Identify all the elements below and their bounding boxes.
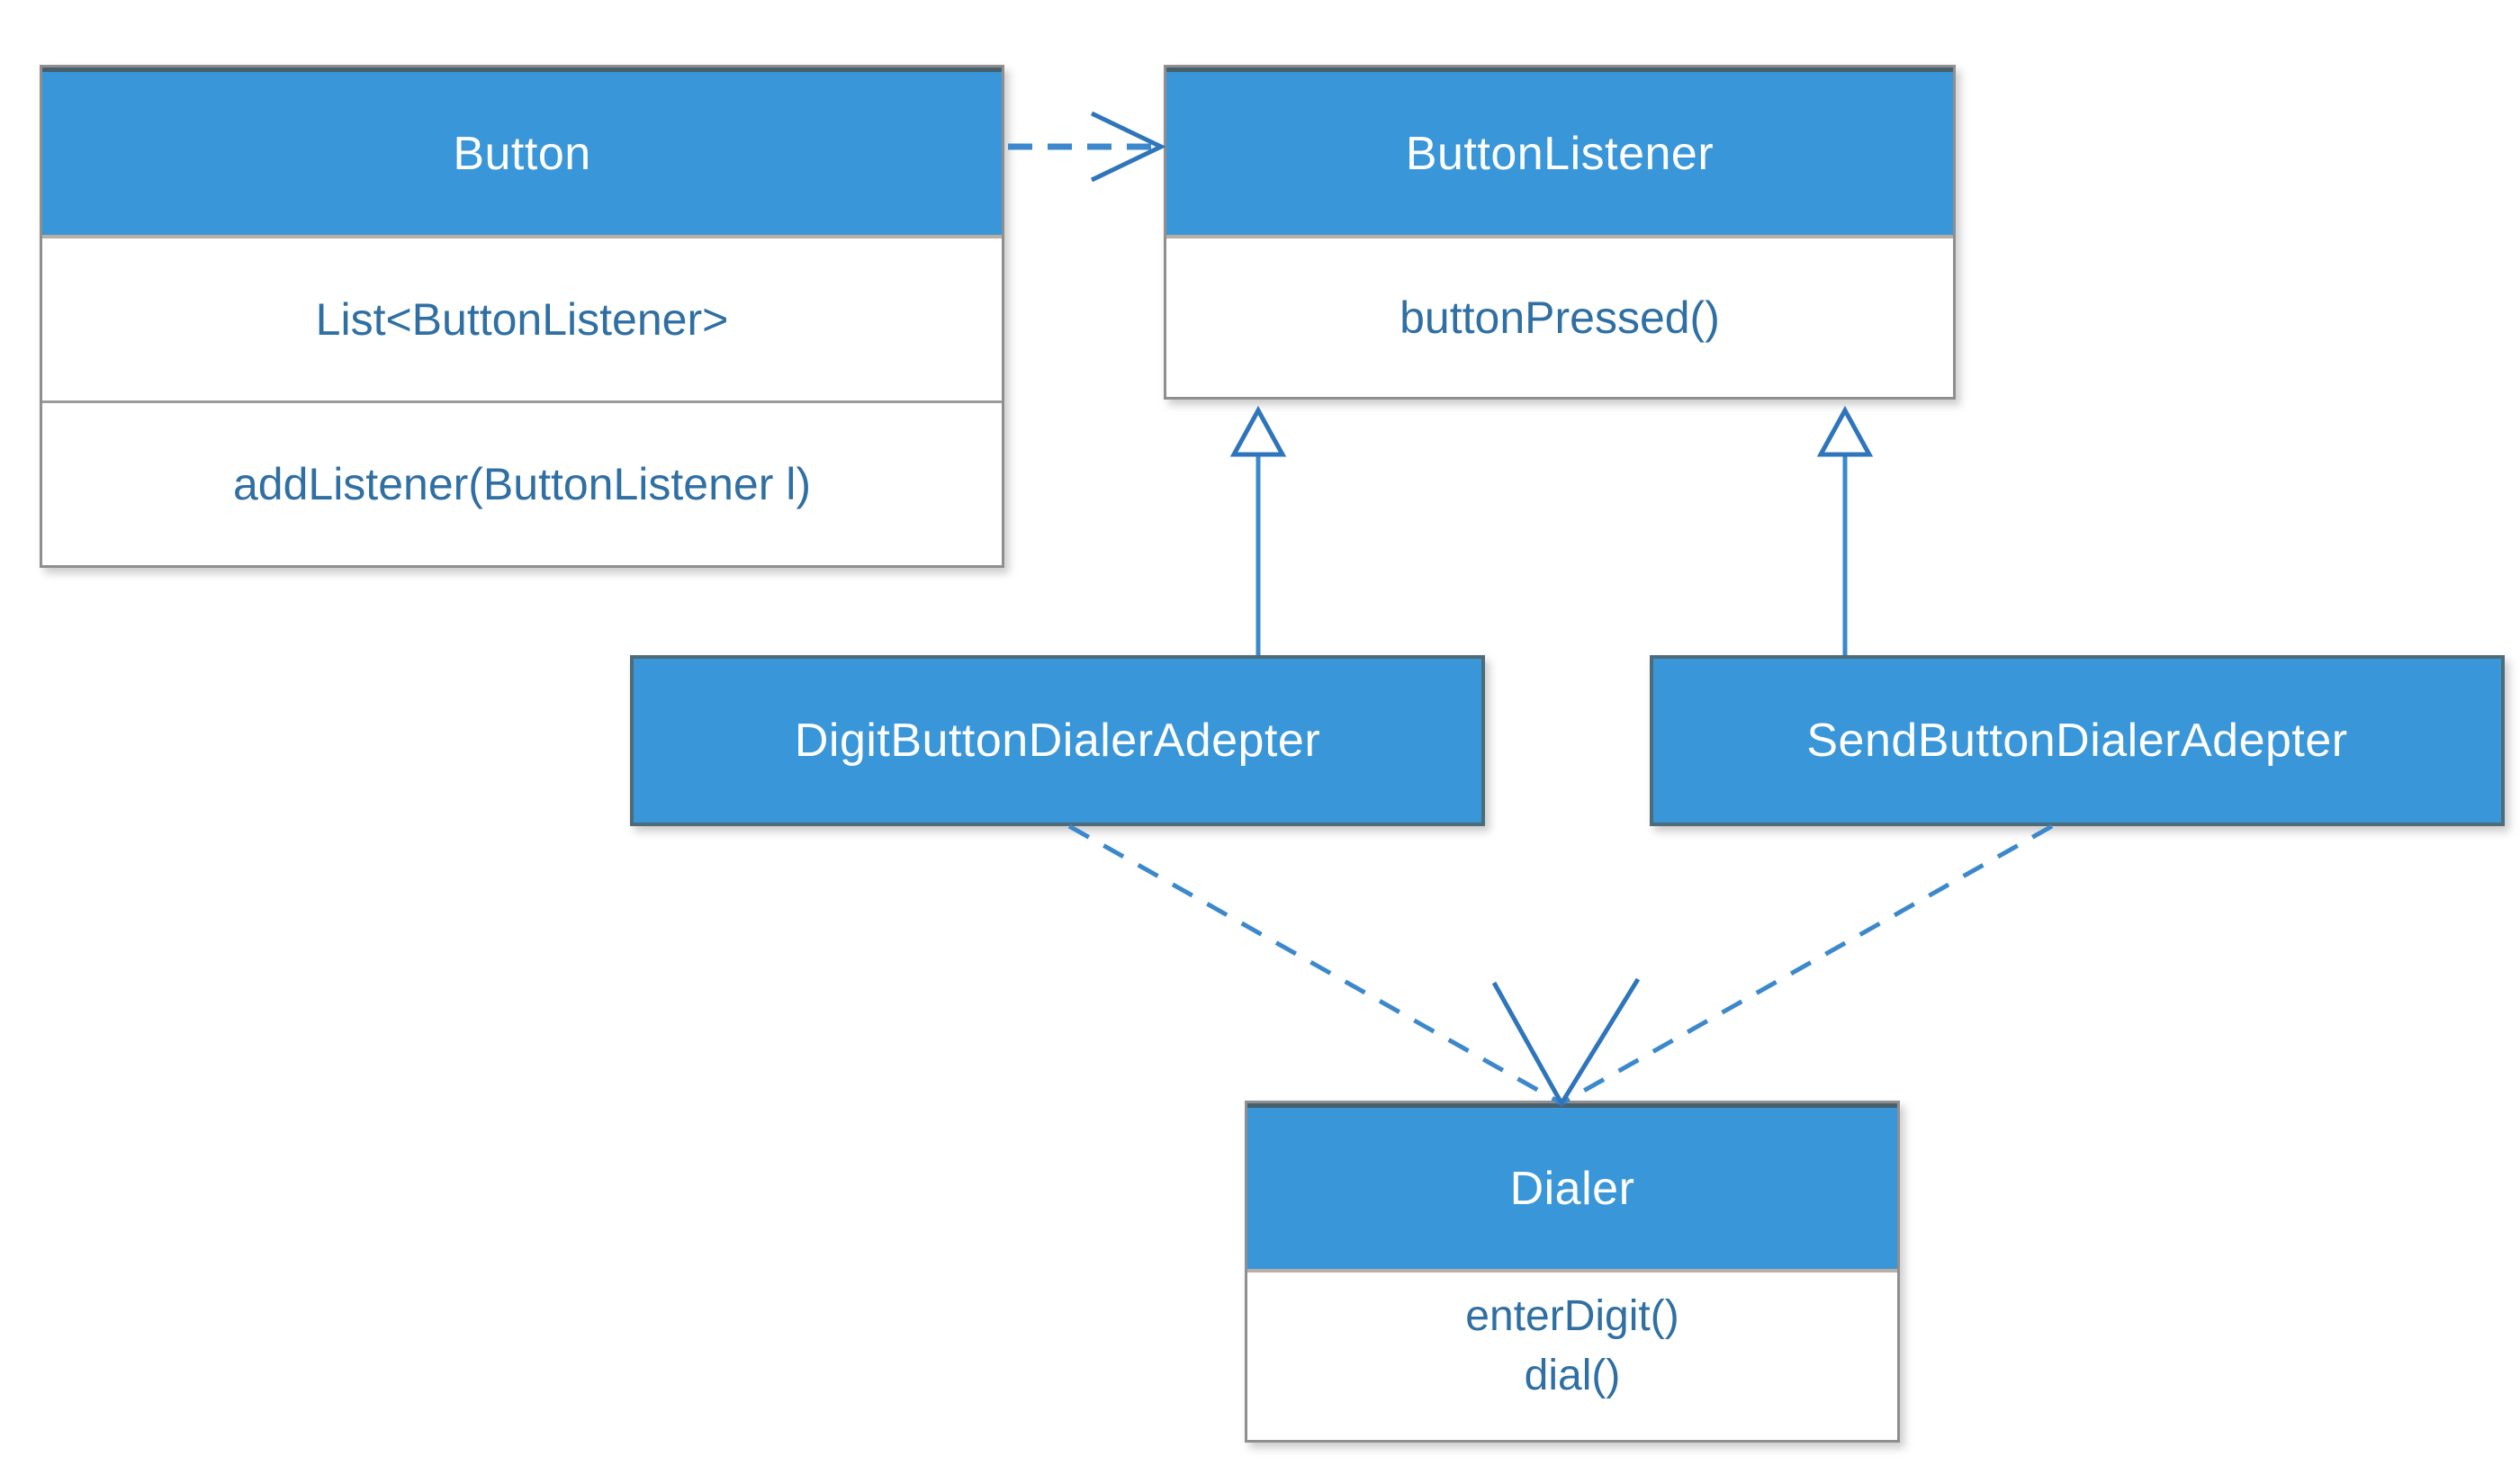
class-method-rows-dialer: enterDigit() dial() [1247,1273,1897,1440]
class-box-digit-adapter: DigitButtonDialerAdepter [630,655,1485,826]
class-box-send-adapter: SendButtonDialerAdepter [1650,655,2505,826]
class-box-dialer: Dialer enterDigit() dial() [1245,1101,1900,1443]
class-header-buttonlistener: ButtonListener [1166,67,1953,238]
dependency-line-digit-to-dialer [1067,823,1563,1106]
open-v-arrowhead-icon [1491,977,1641,1108]
class-method-row-button: addListener(ButtonListener l) [42,400,1002,565]
class-header-button: Button [42,67,1002,238]
class-name-digit-adapter: DigitButtonDialerAdepter [794,715,1321,767]
class-name-dialer: Dialer [1509,1162,1635,1215]
hollow-triangle-icon [1816,405,1874,457]
class-name-send-adapter: SendButtonDialerAdepter [1806,715,2348,767]
open-chevron-arrowhead-icon [1090,111,1166,183]
dialer-method-enterdigit: enterDigit() [1465,1292,1679,1340]
class-method-row-buttonlistener: buttonPressed() [1166,238,1953,397]
class-name-buttonlistener: ButtonListener [1405,127,1714,180]
class-box-buttonlistener: ButtonListener buttonPressed() [1164,65,1956,400]
dependency-line-send-to-dialer [1560,823,2054,1106]
class-name-button: Button [453,127,591,180]
hollow-triangle-icon [1229,405,1287,457]
class-box-button: Button List<ButtonListener> addListener(… [40,65,1004,568]
class-header-dialer: Dialer [1247,1103,1897,1273]
dialer-method-dial: dial() [1524,1352,1621,1399]
class-attribute-row-button: List<ButtonListener> [42,238,1002,400]
